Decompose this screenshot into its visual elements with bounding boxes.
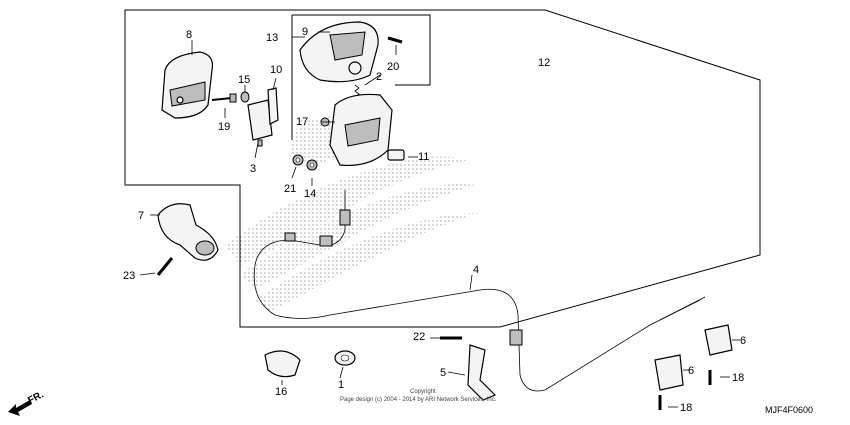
bolt-part-2 (156, 257, 174, 276)
stay-part (467, 344, 497, 401)
diagram-code: MJF4F0600 (765, 405, 813, 415)
clip-small-part (387, 149, 405, 161)
clamp-part-2 (334, 350, 356, 366)
front-direction-arrow-icon (8, 400, 32, 416)
switch-cover-part (161, 51, 214, 119)
screw-part (211, 93, 237, 103)
pin-part (387, 36, 403, 44)
assembly-frame (124, 9, 761, 328)
callout-10: 10 (270, 64, 282, 76)
callout-13: 13 (266, 32, 278, 44)
lever-holder-part (157, 203, 219, 261)
leader-lines (139, 31, 740, 408)
callout-1: 1 (338, 379, 344, 391)
callout-9: 9 (302, 26, 308, 38)
callout-14: 14 (304, 188, 316, 200)
switch-part (247, 99, 273, 147)
subassembly-bracket (291, 14, 431, 140)
washer-part (292, 154, 304, 166)
callout-11: 11 (418, 151, 429, 163)
callout-7: 7 (138, 210, 144, 222)
callout-20: 20 (387, 61, 399, 73)
callout-6-lower: 6 (688, 365, 694, 377)
callout-17: 17 (296, 116, 308, 128)
callout-4: 4 (473, 264, 479, 276)
callout-12: 12 (538, 57, 550, 69)
callout-22: 22 (413, 331, 425, 343)
holder-part-2 (654, 354, 684, 391)
callout-19: 19 (218, 121, 230, 133)
callout-16: 16 (275, 386, 287, 398)
callout-5: 5 (440, 367, 446, 379)
callout-3: 3 (250, 163, 256, 175)
callout-18: 18 (732, 372, 744, 384)
callout-6: 6 (740, 335, 746, 347)
copyright-notice: Page design (c) 2004 - 2014 by ARI Netwo… (340, 397, 497, 403)
callout-8: 8 (186, 29, 192, 41)
clamp-part (264, 350, 301, 378)
callout-23: 23 (123, 270, 135, 282)
copyright-title: Copyright (410, 389, 436, 395)
callout-15: 15 (238, 74, 250, 86)
callout-2: 2 (376, 71, 382, 83)
lever-housing-part (329, 93, 393, 167)
direction-label: FR. (26, 389, 46, 406)
callout-18-lower: 18 (680, 402, 692, 414)
cable-part (253, 190, 706, 392)
clip-part (267, 87, 279, 125)
washer-part-2 (306, 159, 318, 171)
holder-part (704, 324, 733, 356)
lever-knob-part (299, 21, 379, 83)
callout-21: 21 (284, 183, 296, 195)
nut-part (240, 91, 250, 103)
